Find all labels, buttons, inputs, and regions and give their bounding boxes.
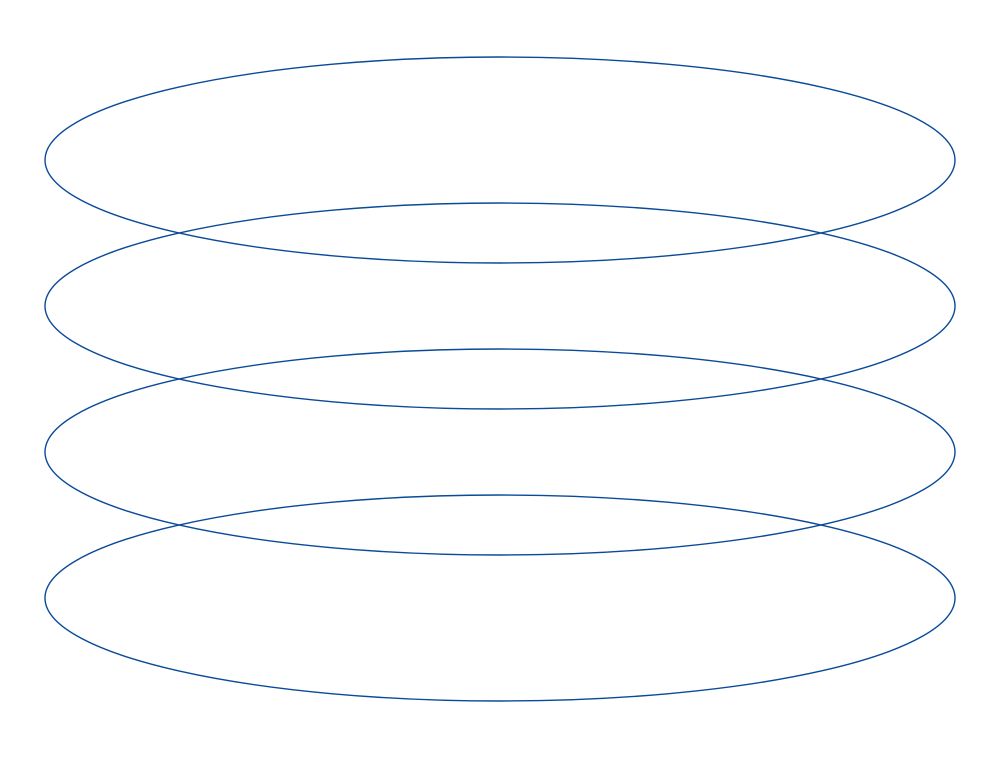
rings-group — [44, 56, 956, 702]
ring-2 — [44, 202, 956, 410]
ring-3 — [44, 348, 956, 556]
ring-1 — [44, 56, 956, 264]
ring-4 — [44, 494, 956, 702]
